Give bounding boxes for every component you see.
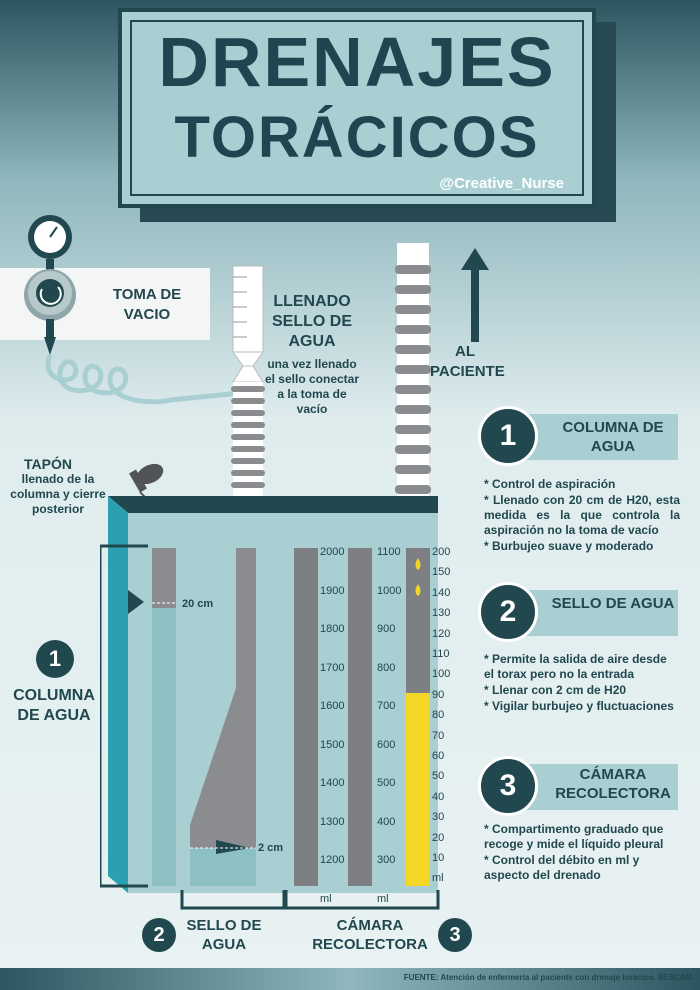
section-1-item: * Burbujeo suave y moderado [484, 539, 654, 553]
section-1-number: 1 [478, 406, 538, 466]
scale-tick-label: 1500 [320, 738, 345, 751]
scale-tick-label: 40 [432, 790, 445, 803]
llenado-title: LLENADO SELLO DE AGUA [271, 293, 352, 350]
scale-tick-label: 70 [432, 729, 445, 742]
section-1-body: * Control de aspiración * Llenado con 20… [484, 477, 680, 555]
scale-tick-label: 1600 [320, 700, 345, 712]
section-1-item: * Llenado con 20 cm de H20, esta medida … [484, 493, 680, 537]
section-1-item: * Control de aspiración [484, 477, 616, 491]
section-3-item: * Control del débito en ml y aspecto del… [484, 853, 640, 882]
scale-tick-label: 1200 [320, 854, 345, 866]
tapon-title: TAPÓN [24, 456, 72, 472]
section-3-number: 3 [478, 756, 538, 816]
scale-tick-label: 140 [432, 586, 451, 599]
scale-tick-label: 800 [377, 661, 396, 674]
scale-tick-label: 1100 [377, 546, 401, 558]
scale-tick-label: 300 [377, 854, 396, 866]
footer-bar [0, 968, 700, 990]
section-2-item: * Vigilar burbujeo y fluctuaciones [484, 699, 674, 713]
funnel-tube-illustration [231, 265, 265, 510]
author-handle: @Creative_Nurse [439, 175, 564, 192]
source-footer: FUENTE: Atención de enfermería al pacien… [403, 973, 692, 982]
section-1-title: COLUMNA DE AGUA [562, 419, 664, 455]
scale-tick-label: 110 [432, 648, 450, 660]
scale-tick-label: 2000 [320, 546, 345, 558]
scale-tick-label: 1300 [320, 815, 345, 828]
scale-tick-label: 1900 [320, 584, 345, 597]
bottom-number-3: 3 [438, 918, 472, 952]
bottom-number-2: 2 [142, 918, 176, 952]
title-line-1: DRENAJES [158, 23, 556, 101]
scale-tick-label: 500 [377, 777, 396, 789]
vacuum-label: TOMA DE VACIO [112, 286, 182, 323]
scale-tick-label: 100 [432, 668, 451, 681]
marker-20cm: 20 cm [182, 598, 214, 610]
scale-tick-label: 130 [432, 607, 451, 620]
bottom-label-camara: CÁMARA RECOLECTORA [312, 917, 428, 953]
marker-2cm: 2 cm [258, 842, 284, 854]
title-box: DRENAJES TORÁCICOS @Creative_Nurse [118, 8, 596, 208]
scale-tick-label: 20 [432, 831, 445, 844]
patient-tube-illustration [395, 243, 431, 513]
title-line-2: TORÁCICOS [174, 105, 540, 170]
gauge-icon [24, 215, 76, 355]
section-2-item: * Permite la salida de aire desde el tor… [484, 652, 667, 681]
scale-tick-label: 30 [432, 811, 445, 824]
tapon-description: llenado de la columna y cierre posterior [10, 472, 106, 516]
scale-tick-label: 700 [377, 700, 396, 712]
scale-tick-label: 1700 [320, 661, 345, 674]
scale-tick-label: 900 [377, 623, 396, 635]
title-frame [130, 20, 584, 196]
scale-tick-label: 1400 [320, 777, 345, 789]
vacuum-gauge-illustration [24, 215, 241, 405]
section-3-item: * Compartimento graduado que recoge y mi… [484, 822, 664, 851]
scale-tick-label: 1800 [320, 623, 345, 635]
section-3-body: * Compartimento graduado que recoge y mi… [484, 822, 680, 884]
section-2-title: SELLO DE AGUA [551, 595, 675, 612]
section-2-item: * Llenar con 2 cm de H20 [484, 683, 627, 697]
scale-tick-label: ml [320, 892, 332, 905]
scale-tick-label: 80 [432, 709, 445, 722]
section-3-title: CÁMARA RECOLECTORA [555, 766, 671, 802]
scale-tick-label: 1000 [377, 584, 402, 597]
scale-tick-label: 150 [432, 566, 451, 579]
section-2-number: 2 [478, 582, 538, 642]
scale-tick-label: 600 [377, 738, 396, 751]
left-section-label: COLUMNA DE AGUA [13, 687, 95, 724]
scale-tick-label: ml [377, 892, 389, 905]
scale-tick-label: 200 [432, 546, 451, 558]
scale-tick-label: 60 [432, 750, 445, 762]
scale-tick-label: ml [432, 872, 444, 885]
llenado-description: una vez llenado el sello conectar a la t… [264, 357, 360, 416]
scale-tick-label: 10 [432, 852, 445, 864]
scale-tick-label: 400 [377, 815, 396, 828]
scale-tick-label: 120 [432, 627, 451, 640]
scale-tick-label: 50 [432, 770, 445, 783]
al-paciente-label: AL PACIENTE [430, 343, 505, 380]
bottom-brackets [180, 890, 440, 910]
scale-tick-label: 90 [432, 688, 445, 701]
bottom-label-sello: SELLO DE AGUA [186, 917, 262, 953]
left-section-number: 1 [36, 640, 74, 678]
up-arrow-icon [461, 248, 489, 342]
section-2-body: * Permite la salida de aire desde el tor… [484, 652, 680, 715]
drainage-container [100, 463, 438, 893]
